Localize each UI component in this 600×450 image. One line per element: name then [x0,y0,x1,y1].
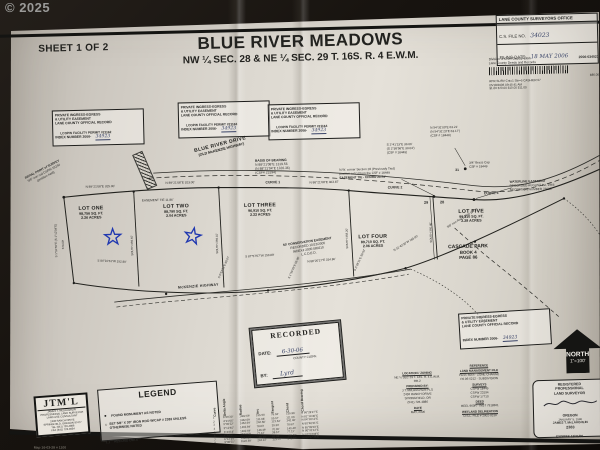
tie-note-2: N 54°31'00"E 63.21' (N 54°31'20"E 63.17'… [430,125,460,138]
location-block-line: (541) 726-4886 [407,400,429,405]
recorded-by-label: BY: [260,372,268,379]
copyright-watermark: © 2025 [5,0,51,15]
recorded-date-label: DATE: [258,350,272,357]
west-line-distance: 370.09' [60,239,66,250]
plat-linework [62,147,600,324]
basis-l4: (CSF# 23194) [255,170,277,176]
surveyor-stamp: REGISTERED PROFESSIONAL LAND SURVEYOR OR… [532,378,600,439]
curve-table-header: Curve [212,407,217,417]
easement-index-handwritten: 34923 [502,335,518,343]
lot-one-label: LOT ONE 98,756 SQ. FT. 2.26 ACRES [78,205,103,220]
lot-three-label: LOT THREE 96,910 SQ. FT. 2.22 ACRES [244,202,276,217]
section-28: 28 [439,200,445,205]
curve-table-cell: 242.22' [257,438,267,443]
west-line-bearing: S 1°10'56"E (S 1°12'04"E) [53,223,59,258]
basis-of-bearing: BASIS OF BEARING N 88°21'08"E 1319.56 (N… [255,158,290,175]
curve-2-label: CURVE 2 [387,185,403,190]
curve-table-cell: 8 [214,441,217,446]
lot-acres: 2.22 ACRES [250,212,271,217]
recorded-box: RECORDED DATE: 6-30-06 COUNTY CLERK BY: … [251,321,344,386]
divider-distance-3: SOUTH 368.20' [344,228,350,249]
brass-cap-l2: CSF # 18449 [469,164,488,169]
monument-31: 31 [455,167,460,173]
stamp-number: 2383 [566,425,575,430]
lot-two-label: LOT TWO 88,790 SQ. FT. 2.04 ACRES [163,203,189,218]
legend-item-text: FOUND MONUMENT AS NOTED [111,409,162,418]
waterline-easement-note: WATERLINE EASEMENT RECORDED AUGUST 1st, … [510,179,555,193]
curve-3-label: CURVE 3 [483,191,499,196]
stamp-land-surveyor: LAND SURVEYOR [553,390,586,396]
lot-four-label: LOT FOUR 89,710 SQ. FT. 2.06 ACRES [358,234,387,249]
reference-block-line: REFERENCE [469,362,489,368]
legend-item-text: RECORD DATA [113,437,139,444]
section-29: 29 [423,200,429,205]
lot-top-bearing-2: N 89°21'08"E 323.00' [165,180,195,185]
cascade-park-label: CASCADE PARK BOOK 4 PAGE 86 [441,243,495,260]
curve-table-cell: 1522.69' [240,438,252,444]
curve-table-header: Delta Angle [221,398,227,417]
curve-table-cell: 121.37' [272,437,282,442]
easement-tie-value: 11.86' [165,197,174,202]
curve-table-header: Radius [238,404,244,416]
reference-block-line: PA 06-5212 - SUBDIVISION [460,376,498,382]
divider-distance-1: SOUTH 369.65' [129,235,135,256]
record-data-symbol: ( ) [105,440,110,445]
nw-corner-note: N.W. corner Section 28 (Previously Tied)… [339,166,395,180]
reference-block-line: REEL 960R - INST 7918361 [460,403,499,409]
curve-table-header: Chord [285,402,291,413]
easement-note-box-4: PRIVATE INGRESS-EGRESS & UTILITY EASEMEN… [458,308,552,350]
lot-top-bearing-1: N 89°21'08"E 325.00' [85,184,115,189]
curve-1-label: CURVE 1 [265,180,281,185]
curve-table-cell: 9°06'51" [224,439,235,445]
legend-box: LEGEND ● FOUND MONUMENT AS NOTED ○ SET 5… [97,380,221,445]
curve-table-header: Arc [255,408,260,415]
divider-distance-4: SOUTH 366.40' [428,222,433,243]
jtml-logo-box: JTM'L JAMES T. McLAUGHLIN PROFESSIONAL L… [33,392,91,437]
tie-note-1: S 2°41'13"E 33.06' (S 2°38'58"E 33.04') … [386,142,415,155]
stamp-signature [543,400,598,407]
curve-table-cell: 241.97' [287,436,297,441]
tie1-l3: (CSF # 18449) [386,149,408,155]
brass-cap-note: 3/4" Brass Cap CSF # 18449 [469,160,490,169]
road-bearing: N 88°21'08"E 463.87' [309,179,339,185]
easement-tie-text: EASEMENT TIE [141,197,165,203]
recorded-by-signature: Lyrd [271,368,303,379]
curve-table-header: Chord Bearing [299,389,306,412]
divider-distance-2: SOUTH 369.10' [214,233,220,254]
found-monument-symbol: ● [103,413,107,419]
easement-tie-label: EASEMENT TIE 11.86' [141,197,174,204]
sheet-content: SHEET 1 OF 2 BLUE RIVER MEADOWS NW ¼ SEC… [0,12,600,450]
easement-l4: INDEX NUMBER 2006- [462,336,499,343]
reference-block-line: CSFW 17710 [470,394,489,399]
set-rod-symbol: ○ [104,422,108,428]
lot-acres: 2.04 ACRES [166,213,187,218]
tie2-l3: (CSF # 18449) [430,132,451,138]
lot-acres: 2.26 ACRES [81,215,102,220]
curve-table-header: Tangent [270,400,275,414]
